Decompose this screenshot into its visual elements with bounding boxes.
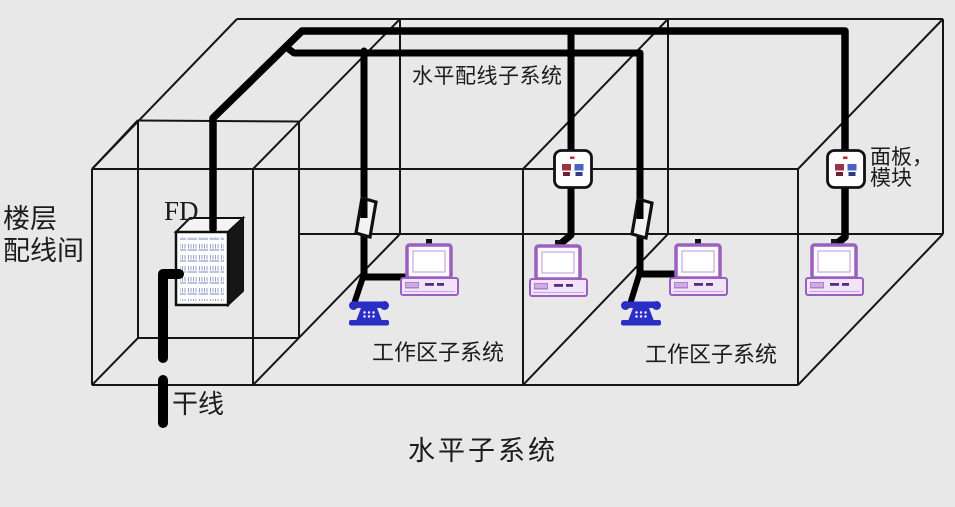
right-wall-floor-edge <box>797 233 944 386</box>
closet-box-bottom-left-edge <box>91 337 139 386</box>
fd-rack-side <box>227 215 244 308</box>
phone-cable-1 <box>352 271 367 304</box>
room-wireframe <box>91 18 944 386</box>
closet-wall-floor-edge <box>252 233 401 386</box>
wall-plate-2 <box>826 149 866 189</box>
closet-box-back-top-edge <box>137 119 300 123</box>
phone-cable-2 <box>628 269 643 304</box>
pass-through-outlets <box>354 195 654 241</box>
label-work-area-subsystem-1: 工作区子系统 <box>372 340 505 365</box>
label-floor-wiring-closet-line2: 配线间 <box>3 236 84 266</box>
label-horizontal-subsystem: 水平子系统 <box>408 436 558 466</box>
telephones <box>349 301 661 326</box>
telephone-1 <box>349 301 389 326</box>
label-panel-module: 面板， 模块 <box>870 147 933 189</box>
trunk-cable-elbow <box>158 269 184 363</box>
computers <box>399 237 865 298</box>
label-work-area-subsystem-2: 工作区子系统 <box>645 342 778 367</box>
computer-2 <box>528 238 589 298</box>
computer-3 <box>668 237 729 297</box>
computer-1 <box>399 237 460 297</box>
label-fd: FD <box>164 196 199 226</box>
telephone-2 <box>621 301 661 326</box>
fd-rack-panels <box>180 237 224 301</box>
closet-box-top-left-edge <box>91 119 139 170</box>
label-panel-module-line2: 模块 <box>870 166 912 190</box>
computer-4 <box>804 237 865 297</box>
right-wall-top-edge <box>797 18 944 170</box>
label-panel-module-line1: 面板， <box>870 145 933 169</box>
cables <box>158 27 849 428</box>
label-horizontal-cabling-subsystem: 水平配线子系统 <box>412 64 563 88</box>
label-trunk-cable: 干线 <box>172 390 225 419</box>
closet-wall-top-edge <box>252 18 401 170</box>
ceiling-cable-run-2 <box>282 43 681 278</box>
label-floor-wiring-closet: 楼层 配线间 <box>3 203 84 267</box>
fd-rack <box>173 215 246 308</box>
partition-top-edge <box>522 18 669 170</box>
partition-floor-edge <box>522 233 669 386</box>
drop-cable-plate-1 <box>555 27 575 249</box>
wall-plate-1 <box>553 149 593 189</box>
label-floor-wiring-closet-line1: 楼层 <box>3 204 57 234</box>
